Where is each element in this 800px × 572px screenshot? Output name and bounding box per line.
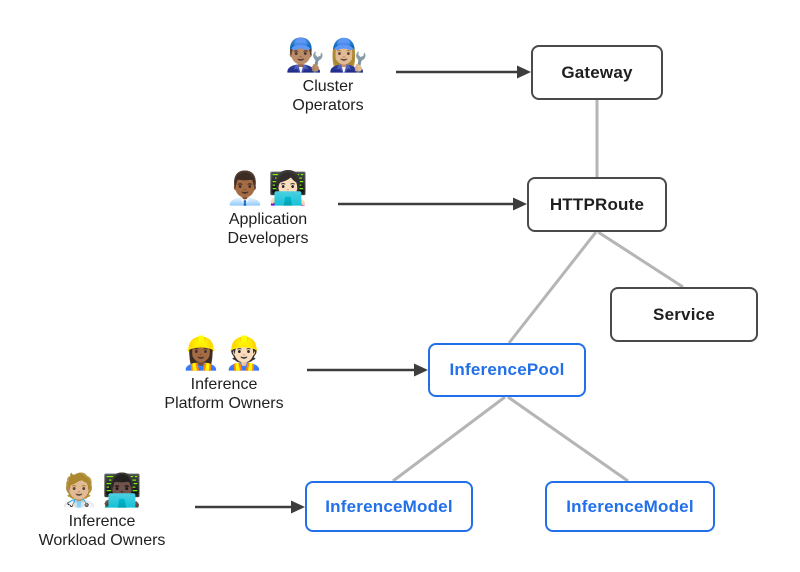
- actor-application-developers-label-line1: Application: [228, 211, 308, 228]
- node-service-label: Service: [653, 304, 715, 324]
- actor-inference-workload-owners-label-line2: Workload Owners: [38, 532, 166, 549]
- actor-inference-workload-owners-label-line1: Inference: [68, 513, 136, 530]
- actor-cluster-operators-label-line2: Operators: [292, 97, 364, 114]
- edge-inference-pool-inference-model-1: [392, 395, 506, 483]
- actor-inference-platform-owners-label-line1: Inference: [190, 376, 258, 393]
- node-inference-model-2: InferenceModel: [545, 481, 715, 532]
- arrow-cluster-operators-to-gateway: [396, 65, 531, 79]
- edge-inference-pool-inference-model-2: [507, 395, 629, 483]
- arrow-application-developers-to-httproute: [338, 197, 527, 211]
- actor-application-developers: 👨🏾‍💼👩🏻‍💻 Application Developers: [173, 166, 363, 248]
- node-httproute: HTTPRoute: [527, 177, 667, 232]
- node-inference-model-1-label: InferenceModel: [325, 496, 453, 516]
- node-inference-model-2-label: InferenceModel: [566, 496, 694, 516]
- edge-httproute-service: [597, 230, 684, 289]
- health-worker-and-technologist-emoji-icon: 🧑🏼‍⚕️👨🏿‍💻: [59, 472, 145, 508]
- mechanics-emoji-icon: 👨🏽‍🔧👩🏼‍🔧: [285, 37, 371, 73]
- arrow-inference-workload-owners-to-inference-model: [195, 500, 305, 514]
- node-inference-model-1: InferenceModel: [305, 481, 473, 532]
- node-gateway-label: Gateway: [561, 62, 633, 82]
- node-httproute-label: HTTPRoute: [549, 194, 645, 214]
- actor-inference-platform-owners-label-line2: Platform Owners: [164, 395, 284, 412]
- actor-application-developers-label-line2: Developers: [227, 230, 309, 247]
- actor-inference-platform-owners: 👷🏾‍♀️👷🏻 Inference Platform Owners: [129, 331, 319, 413]
- office-worker-and-technologist-emoji-icon: 👨🏾‍💼👩🏻‍💻: [225, 170, 311, 206]
- actor-inference-workload-owners: 🧑🏼‍⚕️👨🏿‍💻 Inference Workload Owners: [7, 468, 197, 550]
- arrow-inference-platform-owners-to-inference-pool: [307, 363, 428, 377]
- node-gateway: Gateway: [531, 45, 663, 100]
- actor-cluster-operators-label-line1: Cluster: [302, 78, 354, 95]
- node-inference-pool: InferencePool: [428, 343, 586, 397]
- construction-workers-emoji-icon: 👷🏾‍♀️👷🏻: [181, 335, 267, 371]
- edge-httproute-inference-pool: [507, 231, 598, 344]
- actor-cluster-operators: 👨🏽‍🔧👩🏼‍🔧 Cluster Operators: [233, 33, 423, 115]
- node-service: Service: [610, 287, 758, 342]
- node-inference-pool-label: InferencePool: [449, 360, 565, 379]
